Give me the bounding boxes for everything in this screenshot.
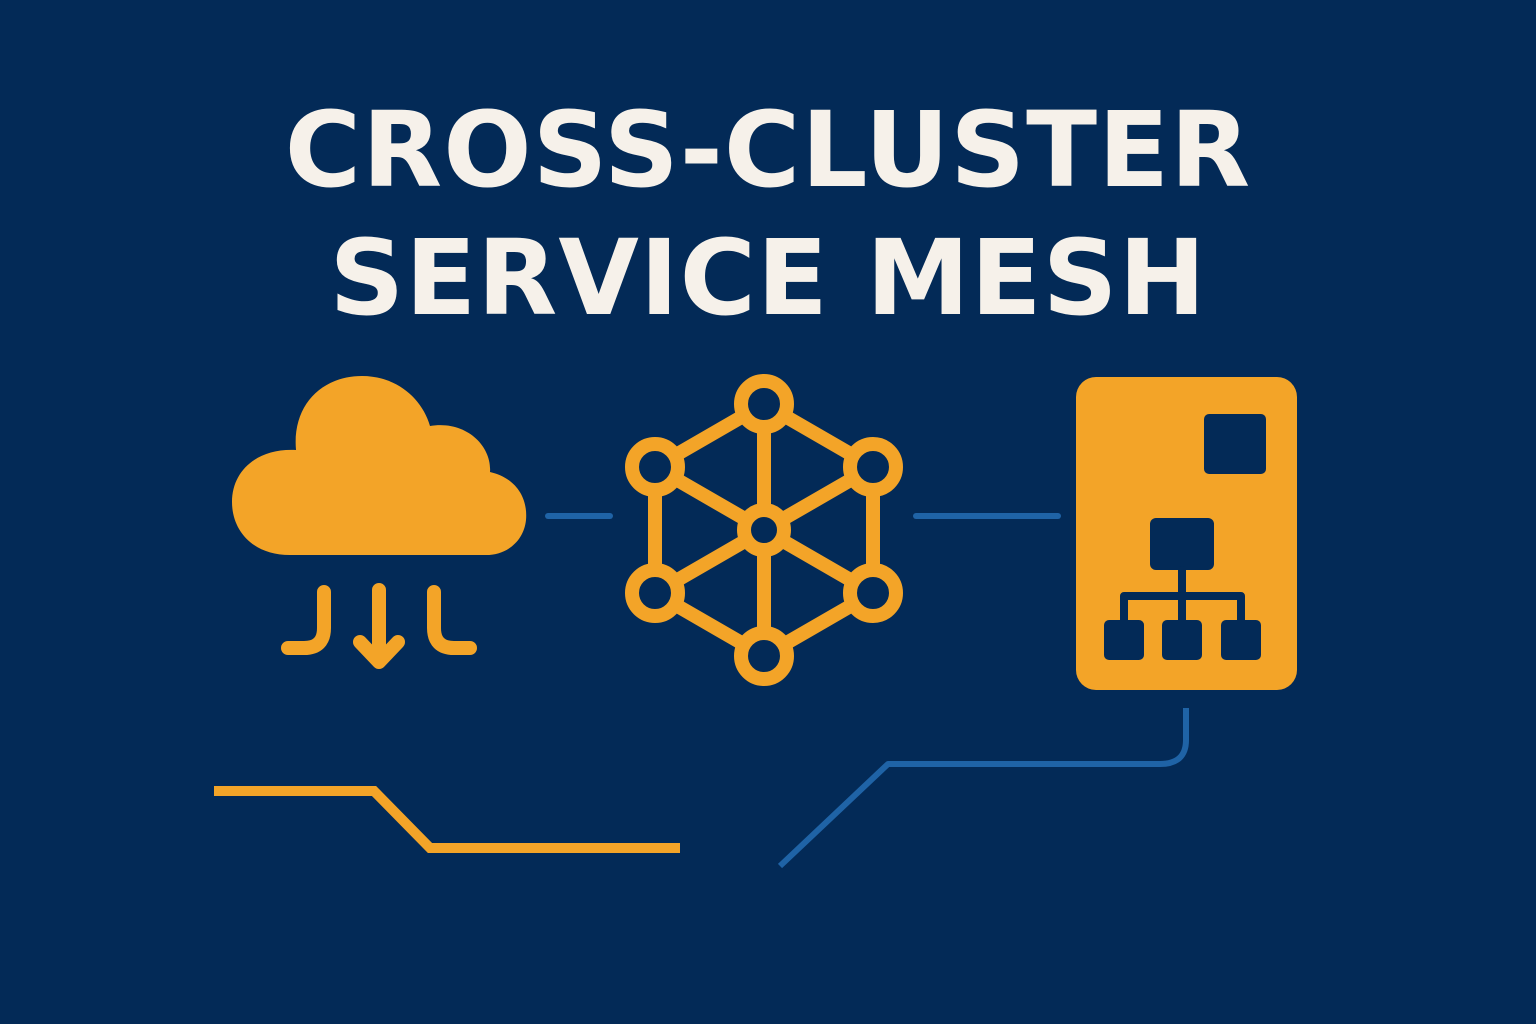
title-line-2: SERVICE MESH — [329, 217, 1207, 339]
arrow-center-down — [353, 583, 405, 669]
circuit-trace-yellow — [214, 786, 680, 853]
mesh-node — [625, 563, 685, 623]
mesh-network-icon — [625, 374, 903, 686]
download-arrows — [281, 583, 477, 669]
mesh-node — [625, 437, 685, 497]
circuit-trace-blue — [777, 708, 1189, 869]
arrow-right-curve — [427, 585, 477, 655]
org-chart-icon — [1104, 518, 1261, 660]
page-title: CROSS-CLUSTER SERVICE MESH — [0, 86, 1536, 342]
arrow-left-curve — [281, 585, 331, 655]
org-child-box-center — [1162, 620, 1202, 660]
org-child-box-left — [1104, 620, 1144, 660]
mesh-node — [734, 626, 794, 686]
mesh-node-center — [737, 503, 791, 557]
org-child-box-right — [1221, 620, 1261, 660]
status-square — [1204, 414, 1266, 474]
mesh-node — [843, 437, 903, 497]
title-line-1: CROSS-CLUSTER — [284, 89, 1252, 211]
cloud-download-icon — [232, 376, 527, 669]
server-hierarchy-icon — [1076, 377, 1297, 690]
mesh-node — [734, 374, 794, 434]
mesh-node — [843, 563, 903, 623]
cloud-shape — [232, 376, 527, 555]
org-root-box — [1150, 518, 1214, 570]
